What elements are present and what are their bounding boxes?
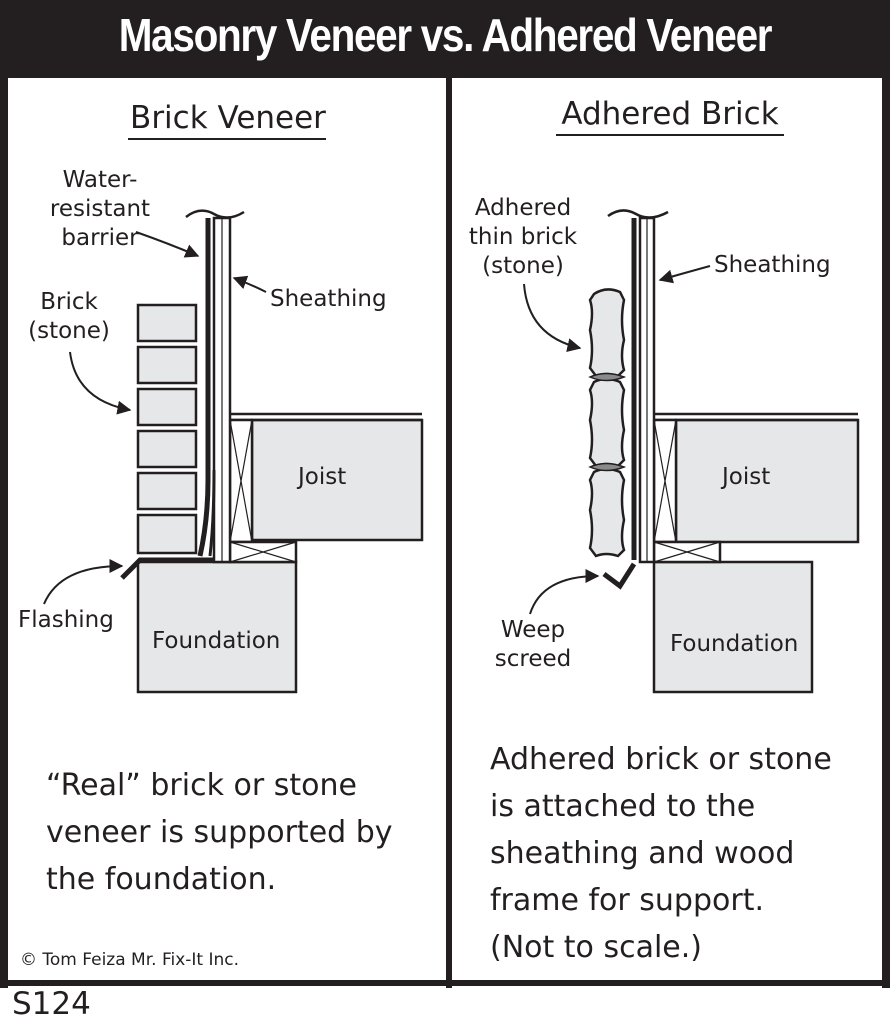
brick [136, 513, 198, 555]
title-bar [0, 0, 890, 78]
frame-right-border [882, 78, 890, 988]
label-left-joist: Joist [298, 464, 347, 490]
brick [136, 429, 198, 469]
flashing-leader-arrow [43, 559, 124, 605]
brick [136, 303, 198, 343]
label-brick-stone: Brick (stone) [28, 289, 110, 344]
left-break-line [185, 209, 245, 219]
thin-brick [588, 467, 626, 558]
adhered-brick-heading: Adhered Brick [561, 96, 779, 132]
figure-code: S124 [12, 986, 91, 1022]
adhered-brick-heading-underline [556, 134, 784, 136]
sheathing-leader-arrow [232, 275, 267, 293]
label-right-joist: Joist [722, 464, 771, 490]
brick [136, 471, 198, 511]
left-water-resistant-barrier [197, 218, 211, 557]
label-left-foundation: Foundation [152, 628, 281, 654]
right-sheathing-leader-arrow [658, 265, 711, 284]
label-left-sheathing: Sheathing [270, 286, 387, 312]
brick-veneer-heading-underline [128, 138, 326, 140]
thin-brick [588, 377, 626, 468]
right-foundation-block [652, 560, 814, 694]
label-water-resistant-barrier: Water- resistant barrier [49, 167, 151, 251]
frame-divider [446, 78, 452, 988]
right-thin-brick-stack [588, 288, 626, 558]
brick-leader-arrow [69, 351, 132, 415]
left-brick-stack [136, 303, 198, 555]
frame-bottom-border [0, 980, 890, 986]
right-caption: Adhered brick or stone is attached to th… [490, 742, 832, 965]
label-right-sheathing: Sheathing [714, 252, 831, 278]
copyright-notice: © Tom Feiza Mr. Fix-It Inc. [20, 950, 240, 970]
label-flashing: Flashing [18, 607, 114, 633]
weep-leader-arrow [529, 569, 600, 615]
frame-left-border [0, 78, 8, 988]
left-diagram [43, 209, 424, 694]
adhesive-joint [588, 372, 627, 382]
right-diagram [523, 209, 860, 694]
label-weep-screed: Weep screed [494, 617, 572, 672]
label-adhered-thin-brick: Adhered thin brick (stone) [468, 195, 578, 279]
page-title: Masonry Veneer vs. Adhered Veneer [118, 9, 773, 61]
brick-veneer-heading: Brick Veneer [130, 100, 326, 136]
right-joist-block [674, 418, 860, 544]
left-foundation-block [136, 560, 298, 694]
left-flashing [120, 557, 214, 580]
right-weep-screed [602, 562, 637, 590]
left-caption: “Real” brick or stone veneer is supporte… [46, 768, 393, 897]
right-break-line [607, 209, 669, 219]
adhesive-joint [588, 462, 627, 472]
thin-brick-leader-arrow [523, 283, 582, 352]
brick [136, 387, 198, 427]
label-right-foundation: Foundation [670, 631, 799, 657]
brick [136, 345, 198, 385]
thin-brick [588, 288, 626, 378]
barrier-leader-arrow [135, 231, 200, 258]
